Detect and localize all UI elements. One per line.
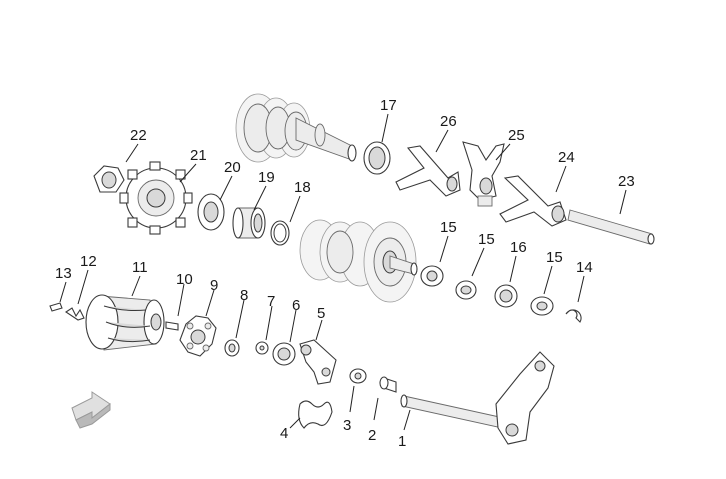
part-23-fork-rod xyxy=(567,209,655,245)
callout-25: 25 xyxy=(508,127,525,144)
callout-18: 18 xyxy=(294,179,311,196)
callout-26: 26 xyxy=(440,113,457,130)
part-13-pin xyxy=(49,302,63,312)
callout-labels: 1 2 3 4 5 6 7 8 9 10 11 12 13 14 15 15 1… xyxy=(55,97,635,450)
callout-1: 1 xyxy=(398,433,406,450)
callout-5: 5 xyxy=(317,305,325,322)
callout-9: 9 xyxy=(210,277,218,294)
callout-20: 20 xyxy=(224,159,241,176)
callout-10: 10 xyxy=(176,271,193,288)
callout-4: 4 xyxy=(280,425,288,442)
callout-2: 2 xyxy=(368,427,376,444)
callout-7: 7 xyxy=(267,293,275,310)
part-3-washer xyxy=(349,368,367,384)
part-15-washer-a xyxy=(420,265,444,287)
callout-21: 21 xyxy=(190,147,207,164)
callout-11: 11 xyxy=(132,259,148,276)
callout-23: 23 xyxy=(618,173,635,190)
part-16-bearing xyxy=(494,284,518,308)
part-18-o-ring xyxy=(270,220,290,246)
part-10-pin xyxy=(165,321,179,331)
part-5-stopper-lever xyxy=(299,339,337,385)
part-22-nut xyxy=(93,165,125,193)
callout-12: 12 xyxy=(80,253,97,270)
upper-gear-shaft xyxy=(235,93,357,163)
part-1-shift-shaft xyxy=(400,351,555,445)
callout-15c: 15 xyxy=(546,249,563,266)
lower-gear-shaft xyxy=(299,219,418,303)
part-25-shift-fork xyxy=(462,141,505,207)
callout-13: 13 xyxy=(55,265,72,282)
part-15-washer-b xyxy=(455,280,477,300)
callout-24: 24 xyxy=(558,149,575,166)
callout-17: 17 xyxy=(380,97,397,114)
part-9-star-plate xyxy=(179,315,217,357)
callout-14: 14 xyxy=(576,259,593,276)
callout-19: 19 xyxy=(258,169,275,186)
part-6-roller xyxy=(272,342,296,366)
part-20-washer xyxy=(197,193,225,231)
part-7-washer xyxy=(255,341,269,355)
part-14-circlip xyxy=(565,309,582,323)
part-12-spring xyxy=(65,307,85,321)
part-21-sprocket xyxy=(119,161,193,235)
part-24-shift-fork xyxy=(499,175,567,227)
leader-lines xyxy=(59,113,627,431)
part-17-bearing xyxy=(363,141,391,175)
callout-8: 8 xyxy=(240,287,248,304)
part-15-washer-c xyxy=(530,296,554,316)
part-26-shift-fork xyxy=(395,145,461,197)
direction-arrow-icon xyxy=(71,391,111,429)
part-19-bushing xyxy=(232,207,266,239)
callout-6: 6 xyxy=(292,297,300,314)
callout-15a: 15 xyxy=(440,219,457,236)
callout-16: 16 xyxy=(510,239,527,256)
callout-3: 3 xyxy=(343,417,351,434)
part-4-spring xyxy=(298,400,333,429)
part-8-bolt xyxy=(224,339,240,357)
part-11-shift-drum xyxy=(85,294,165,351)
callout-15b: 15 xyxy=(478,231,495,248)
callout-22: 22 xyxy=(130,127,147,144)
part-2-bolt xyxy=(379,376,397,393)
